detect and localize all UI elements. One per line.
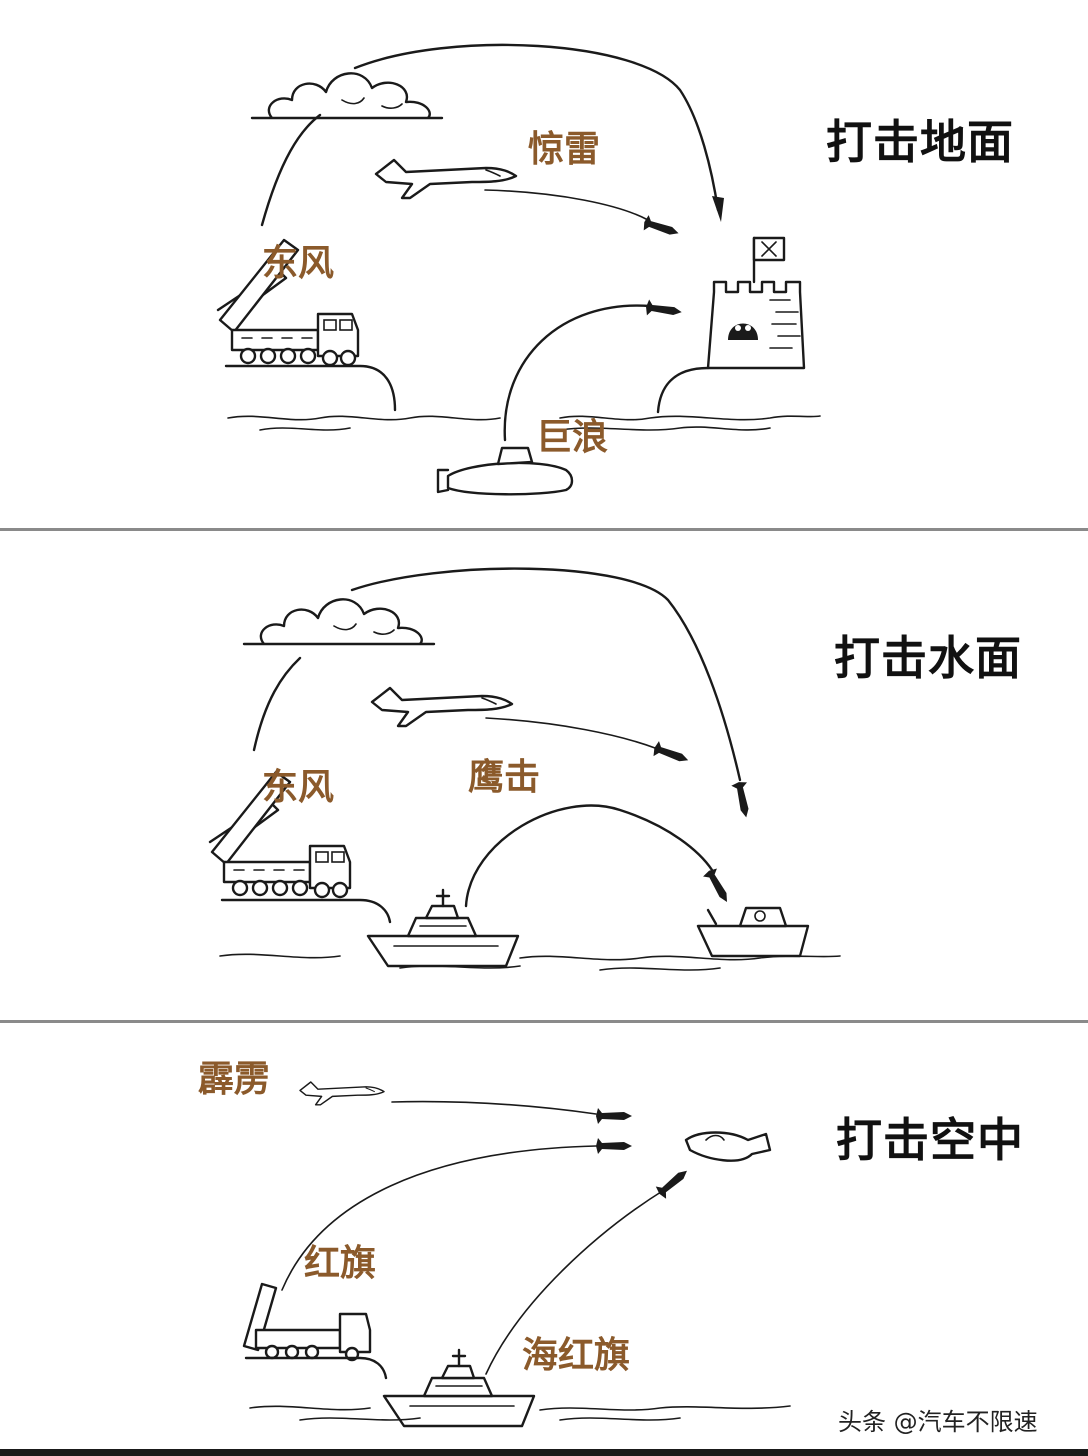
enemy-ship-icon xyxy=(696,906,810,958)
air-missile-trajectory xyxy=(391,1100,597,1115)
water-line xyxy=(259,426,771,431)
cliff-left xyxy=(220,898,392,924)
water-line xyxy=(249,1405,791,1411)
submarine-icon xyxy=(436,446,574,496)
sub-missile-trajectory xyxy=(503,304,652,442)
panel-divider xyxy=(0,1020,1088,1023)
label-dongfeng: 东风 xyxy=(262,243,335,284)
panel-title-ground: 打击地面 xyxy=(826,115,1014,169)
missile-icon xyxy=(641,214,682,241)
panel-divider xyxy=(0,528,1088,531)
missile-icon xyxy=(596,1138,632,1154)
warship-icon xyxy=(382,1348,536,1428)
missile-icon xyxy=(596,1108,632,1124)
label-hongqi: 红旗 xyxy=(304,1243,377,1284)
cliff-left xyxy=(244,1356,388,1380)
water-line xyxy=(399,965,721,971)
ballistic-trajectory-arc xyxy=(350,567,742,782)
label-jinglei: 惊雷 xyxy=(528,129,601,170)
water-line xyxy=(299,1417,681,1421)
cliff-right xyxy=(656,366,710,414)
missile-icon xyxy=(654,1164,693,1200)
water-line xyxy=(227,415,821,421)
panel-ground-strike xyxy=(216,43,821,496)
jet-icon xyxy=(374,158,518,200)
panel-surface-strike xyxy=(208,567,841,971)
missile-icon xyxy=(702,866,734,906)
missile-truck-icon xyxy=(242,1282,372,1362)
label-dongfeng: 东风 xyxy=(262,767,335,808)
missile-icon xyxy=(644,299,683,321)
cliff-left xyxy=(224,364,397,412)
castle-icon xyxy=(706,236,806,370)
cloud-icon xyxy=(242,598,436,646)
ship-missile-trajectory xyxy=(464,804,714,908)
enemy-jet-icon xyxy=(684,1131,772,1162)
jet-icon xyxy=(370,686,514,728)
panel-title-surface: 打击水面 xyxy=(834,631,1022,685)
ballistic-trajectory-arc xyxy=(353,43,720,212)
arrowhead-icon xyxy=(712,196,724,222)
air-missile-trajectory xyxy=(484,189,649,221)
label-haihongqi: 海红旗 xyxy=(522,1335,631,1376)
label-yingji: 鹰击 xyxy=(468,757,541,798)
air-missile-trajectory xyxy=(485,717,656,749)
bottom-bar xyxy=(0,1449,1088,1456)
jet-icon xyxy=(299,1081,385,1106)
panel-title-air: 打击空中 xyxy=(836,1113,1024,1167)
missile-icon xyxy=(730,780,755,820)
panel-air-strike xyxy=(242,1081,791,1428)
warship-icon xyxy=(366,888,520,968)
ballistic-trajectory-up xyxy=(260,113,322,227)
ballistic-trajectory-up xyxy=(252,656,302,752)
cloud-icon xyxy=(250,72,444,120)
watermark: 头条 @汽车不限速 xyxy=(838,1408,1038,1436)
missile-icon xyxy=(651,740,691,768)
ship-missile-trajectory xyxy=(485,1189,665,1375)
label-pili: 霹雳 xyxy=(198,1059,271,1100)
label-julang: 巨浪 xyxy=(536,417,609,458)
water-line xyxy=(219,953,841,961)
ground-missile-trajectory xyxy=(281,1145,597,1291)
